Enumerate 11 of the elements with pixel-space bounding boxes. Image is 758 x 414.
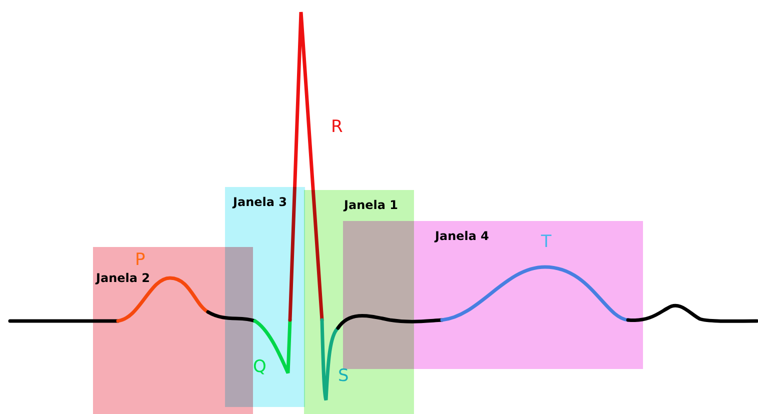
wave-label: S [338,366,349,386]
wave-label: Q [253,357,266,377]
window-label: Janela 3 [233,195,287,209]
window-label: Janela 2 [96,271,150,285]
window-label: Janela 1 [344,198,398,212]
wave-label: P [135,250,146,270]
window-rectangle [343,221,643,369]
window-rectangle [93,247,253,414]
wave-label: T [541,232,552,252]
wave-label: R [331,117,343,137]
window-label: Janela 4 [435,229,489,243]
